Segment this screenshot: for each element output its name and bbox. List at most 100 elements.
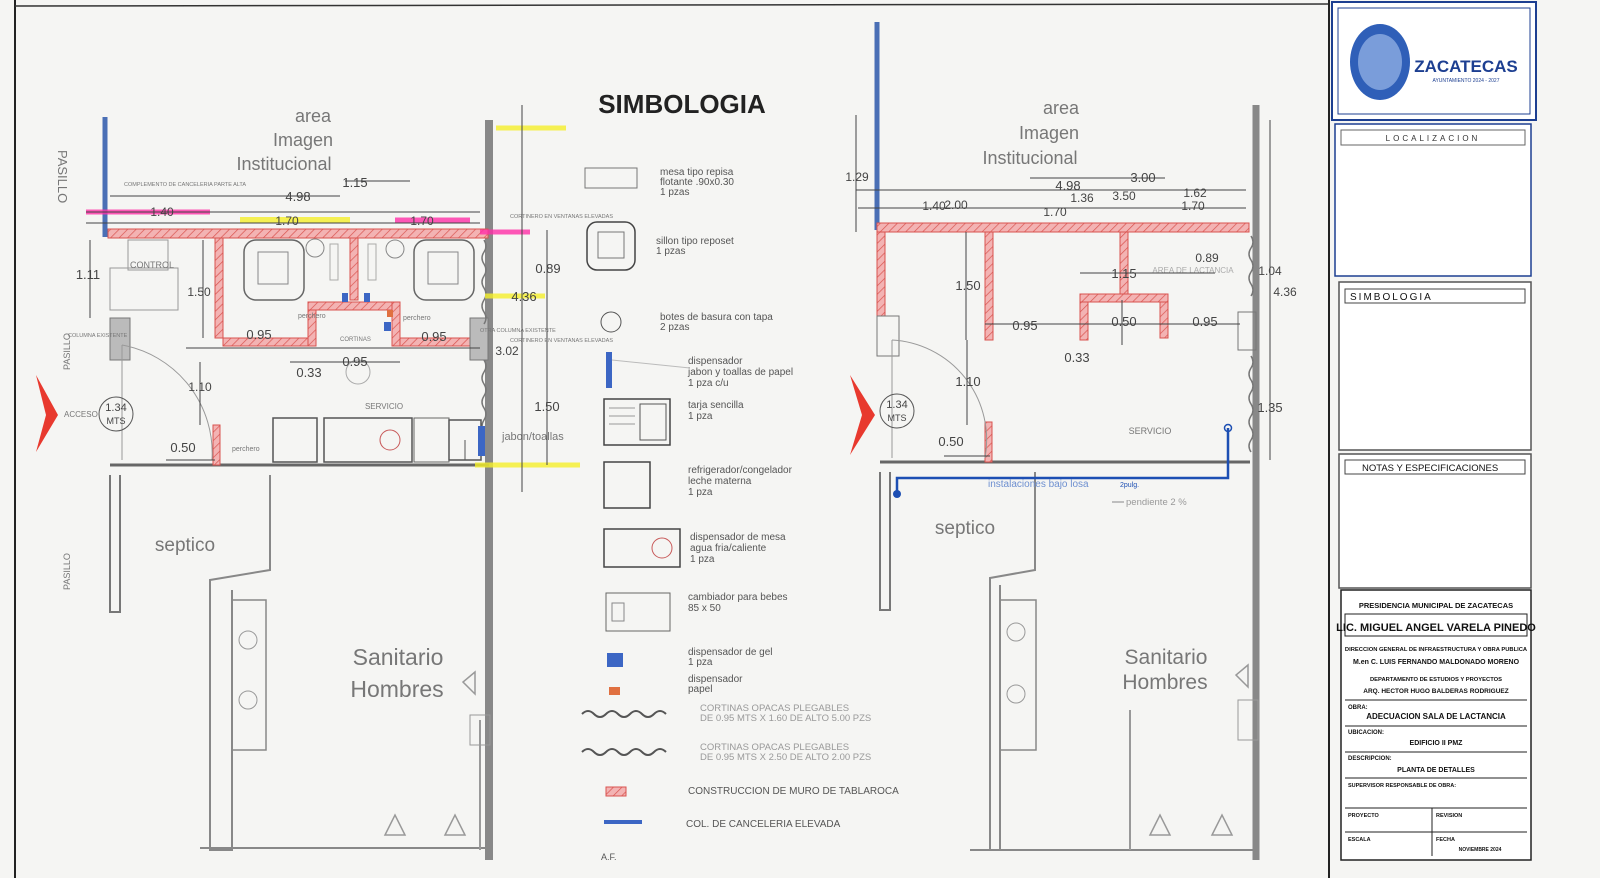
dimension-label: 3.50 bbox=[1112, 189, 1136, 203]
dimension-label: 4.98 bbox=[285, 189, 310, 204]
dimension-label: 1.10 bbox=[188, 380, 212, 394]
dimension-label: 0.33 bbox=[1064, 350, 1089, 365]
dimension-label: 0.50 bbox=[938, 434, 963, 449]
legend-text: DE 0.95 MTS X 2.50 DE ALTO 2.00 PZS bbox=[700, 752, 871, 763]
legend-text: COL. DE CANCELERIA ELEVADA bbox=[686, 819, 841, 830]
changing-table-icon bbox=[605, 592, 671, 632]
gel-dispenser-icon bbox=[607, 653, 623, 667]
legend-text: flotante .90x0.30 bbox=[660, 177, 734, 188]
dimension-label: 1.40 bbox=[922, 199, 946, 213]
dimension-label: 0.95 bbox=[1192, 314, 1217, 329]
accessibility-value: 1.34 bbox=[105, 402, 126, 414]
fecha-value: NOVIEMBRE 2024 bbox=[1459, 847, 1502, 853]
legend-text: CORTINAS OPACAS PLEGABLES bbox=[700, 742, 849, 753]
curtain bbox=[1248, 235, 1254, 297]
servicio-label: SERVICIO bbox=[1129, 426, 1172, 436]
legend-text: CONSTRUCCION DE MURO DE TABLAROCA bbox=[688, 786, 899, 797]
note-ventanas: CORTINERO EN VENTANAS ELEVADAS bbox=[510, 214, 613, 220]
imagen-label: Imagen bbox=[1019, 123, 1079, 143]
legend-text: 1 pza bbox=[688, 411, 713, 422]
drywall-wall bbox=[212, 424, 221, 466]
area-label: area bbox=[1043, 98, 1080, 118]
legend-text: CORTINAS OPACAS PLEGABLES bbox=[700, 703, 849, 714]
dimension-label: 1.15 bbox=[342, 175, 367, 190]
title-block: ZACATECAS AYUNTAMIENTO 2024 - 2027 LOCAL… bbox=[1331, 1, 1537, 861]
dimension-label: 0.50 bbox=[170, 440, 195, 455]
legend-text: papel bbox=[688, 684, 712, 695]
curtain-tall-icon bbox=[581, 748, 667, 756]
dimension-label: 4.98 bbox=[1055, 178, 1080, 193]
dimension-label: 1.29 bbox=[845, 170, 869, 184]
trash-bin-icon bbox=[305, 238, 325, 258]
existing-column bbox=[469, 317, 489, 361]
dimension-label: 1.36 bbox=[1070, 191, 1094, 205]
dimension-label: 1.62 bbox=[1183, 186, 1207, 200]
legend-text: botes de basura con tapa bbox=[660, 312, 773, 323]
accessibility-unit: MTS bbox=[107, 416, 126, 426]
director-name: M.en C. LUIS FERNANDO MALDONADO MORENO bbox=[1353, 659, 1520, 666]
armchair-icon bbox=[243, 239, 305, 301]
sanitario-label: Sanitario bbox=[353, 644, 444, 670]
dimension-label: 0.95 bbox=[1012, 318, 1037, 333]
accessibility-marker bbox=[879, 393, 915, 429]
drywall-wall bbox=[1119, 231, 1129, 295]
dimension-label: 1.15 bbox=[1111, 266, 1136, 281]
drywall-wall bbox=[1079, 301, 1089, 341]
fridge-icon bbox=[272, 417, 318, 463]
note-canceleria: COMPLEMENTO DE CANCELERIA PARTE ALTA bbox=[124, 182, 246, 188]
ubicacion-label: UBICACION: bbox=[1348, 730, 1384, 736]
note-ventanas-2: CORTINERO EN VENTANAS ELEVADAS bbox=[510, 338, 613, 344]
dimension-label: 1.70 bbox=[1181, 199, 1205, 213]
legend-text: 1 pza bbox=[690, 554, 715, 565]
perchero-label: perchero bbox=[403, 315, 431, 322]
perchero-label: perchero bbox=[232, 446, 260, 453]
proyecto-label: PROYECTO bbox=[1348, 813, 1379, 819]
perchero-label: perchero bbox=[298, 313, 326, 320]
legend-text: agua fria/caliente bbox=[690, 543, 767, 554]
drywall-wall-top bbox=[876, 222, 1250, 233]
acceso-label: ACCESO bbox=[64, 410, 98, 419]
legend-text: mesa tipo repisa bbox=[660, 167, 734, 178]
sanitario-label: Sanitario bbox=[1125, 646, 1208, 669]
armchair-icon bbox=[586, 221, 636, 271]
sink-icon bbox=[603, 398, 671, 446]
dimension-label: 0.50 bbox=[1111, 314, 1136, 329]
servicio-label: SERVICIO bbox=[365, 402, 403, 411]
legend-text: jabon y toallas de papel bbox=[687, 367, 793, 378]
drywall-wall bbox=[984, 231, 994, 341]
fridge-icon bbox=[603, 461, 651, 509]
dispenser-icon bbox=[478, 426, 485, 456]
descripcion-value: PLANTA DE DETALLES bbox=[1397, 767, 1475, 774]
existing-column bbox=[109, 317, 131, 361]
control-desk bbox=[109, 267, 179, 311]
legend-text: tarja sencilla bbox=[688, 400, 744, 411]
shelf-table-icon bbox=[584, 167, 638, 189]
drain-pipe bbox=[895, 428, 1230, 494]
symbology-title: SIMBOLOGIA bbox=[598, 89, 766, 119]
fecha-label: FECHA bbox=[1436, 837, 1455, 843]
dimension-label: 0.89 bbox=[1195, 251, 1219, 265]
dimension-label: 0.89 bbox=[535, 261, 560, 276]
legend-text: DE 0.95 MTS X 1.60 DE ALTO 5.00 PZS bbox=[700, 713, 871, 724]
legend-text: refrigerador/congelador bbox=[688, 465, 793, 476]
dimension-label: 3.00 bbox=[1130, 170, 1155, 185]
dimension-label: 1.70 bbox=[275, 214, 299, 228]
drywall-wall bbox=[1159, 301, 1169, 339]
ubicacion-value: EDIFICIO II PMZ bbox=[1410, 740, 1464, 747]
trash-bin-icon bbox=[385, 239, 405, 259]
legend-text: 85 x 50 bbox=[688, 603, 721, 614]
dimension-label: 0.95 bbox=[421, 329, 446, 344]
drywall-wall bbox=[1079, 293, 1169, 303]
curtain bbox=[1248, 355, 1254, 453]
dimension-label: 1.35 bbox=[1257, 400, 1282, 415]
drywall-wall bbox=[391, 301, 401, 347]
legend-text: 1 pzas bbox=[660, 187, 689, 198]
imagen-label: Imagen bbox=[273, 130, 333, 150]
legend-text: 1 pza c/u bbox=[688, 378, 729, 389]
drywall-wall bbox=[214, 237, 224, 339]
simbologia-label: SIMBOLOGIA bbox=[1350, 292, 1433, 303]
curtain bbox=[481, 359, 487, 433]
access-arrow-icon bbox=[36, 375, 58, 452]
drywall-wall bbox=[984, 421, 993, 463]
existing-column bbox=[1237, 311, 1257, 351]
